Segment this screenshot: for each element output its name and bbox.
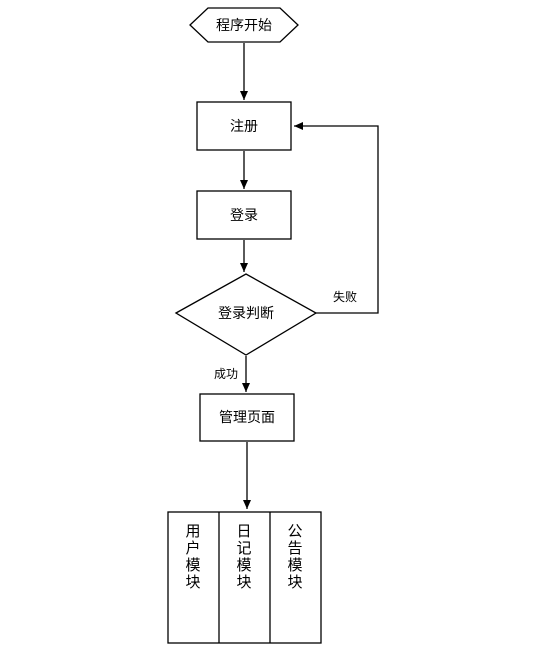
admin-page-node: 管理页面 <box>199 393 295 442</box>
register-node: 注册 <box>196 101 292 151</box>
module-user-label: 用户模块 <box>185 522 200 591</box>
login-check-node-label: 登录判断 <box>218 306 274 322</box>
success-edge-label: 成功 <box>214 367 238 381</box>
register-node-label: 注册 <box>230 119 258 135</box>
start-node: 程序开始 <box>189 7 299 43</box>
admin-page-node-label: 管理页面 <box>219 410 275 426</box>
module-diary-label: 日记模块 <box>236 522 251 591</box>
fail-edge-label: 失败 <box>333 289 357 304</box>
login-node-label: 登录 <box>230 208 258 224</box>
login-check-node: 登录判断 <box>174 273 318 356</box>
module-notice-label: 公告模块 <box>287 522 302 591</box>
modules-block: 用户模块 日记模块 公告模块 <box>167 511 322 644</box>
start-node-label: 程序开始 <box>216 18 272 34</box>
edge-check-to-register-fail <box>294 122 379 314</box>
login-node: 登录 <box>196 190 292 240</box>
